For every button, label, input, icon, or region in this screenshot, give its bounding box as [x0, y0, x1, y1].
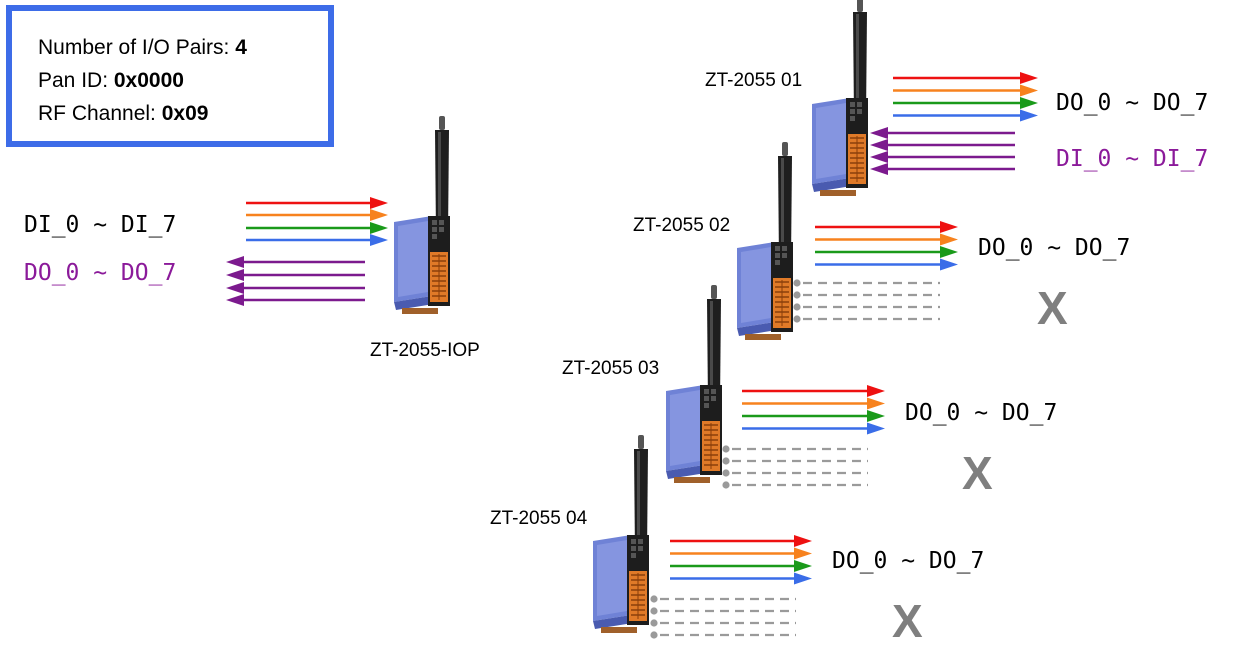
slave-02-unused-line	[793, 303, 940, 311]
slave-04-disabled-x: X	[892, 595, 923, 647]
slave-02-disabled-x: X	[1037, 282, 1068, 334]
slave-01-output-arrow	[893, 72, 1038, 84]
rf-channel-label: RF Channel:	[38, 102, 162, 125]
slave-04-output-arrow	[670, 560, 812, 572]
slave-01-output-arrow	[893, 84, 1038, 97]
slave-04-unused-line	[650, 595, 796, 603]
master-device	[393, 115, 451, 315]
slave-04-output-arrow	[670, 535, 812, 547]
slave-01-input-arrow	[870, 163, 1015, 175]
arrows-layer	[226, 72, 1038, 639]
master-input-arrow	[246, 209, 388, 221]
slave-04-output-arrow	[670, 572, 812, 585]
slave-01-input-arrow	[870, 151, 1015, 163]
io-pairs-line: Number of I/O Pairs: 4	[38, 31, 328, 64]
master-device-name: ZT-2055-IOP	[370, 340, 480, 361]
master-output-arrow	[226, 294, 365, 306]
slave-02-unused-line	[793, 291, 940, 299]
slave-01-input-label: DI_0 ~ DI_7	[1056, 146, 1209, 172]
rf-channel-line: RF Channel: 0x09	[38, 97, 328, 130]
slave-02-unused-line	[793, 279, 940, 287]
pan-id-label: Pan ID:	[38, 69, 114, 92]
master-input-arrow	[246, 234, 388, 246]
slave-04-unused-line	[650, 619, 796, 627]
slave-01-input-arrow	[870, 139, 1015, 151]
slave-02-name: ZT-2055 02	[633, 215, 731, 236]
slave-04-output-arrow	[670, 547, 812, 560]
slave-02-device	[736, 141, 794, 341]
slave-03-disabled-x: X	[962, 447, 993, 499]
pan-id-value: 0x0000	[113, 69, 184, 92]
master-input-arrow	[246, 222, 388, 234]
slave-01-output-arrow	[893, 97, 1038, 109]
slave-02-unused-line	[793, 315, 940, 323]
pan-id-line: Pan ID: 0x0000	[38, 64, 328, 97]
slave-03-output-arrow	[742, 385, 885, 397]
slave-03-unused-line	[722, 481, 868, 489]
slave-02-output-arrow	[815, 221, 958, 233]
slave-01-output-arrow	[893, 109, 1038, 122]
slave-01-output-label: DO_0 ~ DO_7	[1056, 90, 1209, 116]
slave-04-output-label: DO_0 ~ DO_7	[832, 548, 985, 574]
master-output-arrow	[226, 269, 365, 281]
master-output-label: DO_0 ~ DO_7	[24, 260, 177, 286]
rf-channel-value: 0x09	[161, 102, 209, 125]
slave-03-output-arrow	[742, 410, 885, 422]
slave-01-input-arrow	[870, 127, 1015, 139]
slave-02-output-arrow	[815, 246, 958, 258]
slave-02-output-label: DO_0 ~ DO_7	[978, 235, 1131, 261]
slave-03-output-label: DO_0 ~ DO_7	[905, 400, 1058, 426]
slave-04-unused-line	[650, 607, 796, 615]
slave-03-output-arrow	[742, 397, 885, 410]
master-input-arrow	[246, 197, 388, 209]
slave-03-unused-line	[722, 469, 868, 477]
master-output-arrow	[226, 282, 365, 294]
slave-03-device	[665, 284, 723, 484]
network-settings-box: Number of I/O Pairs: 4 Pan ID: 0x0000 RF…	[6, 5, 334, 147]
slave-01-name: ZT-2055 01	[705, 70, 803, 91]
slave-02-output-arrow	[815, 233, 958, 246]
slave-03-output-arrow	[742, 422, 885, 435]
slave-03-name: ZT-2055 03	[562, 358, 660, 379]
slave-02-output-arrow	[815, 258, 958, 271]
slave-04-name: ZT-2055 04	[490, 508, 588, 529]
slave-04-unused-line	[650, 631, 796, 639]
slave-04-device	[592, 434, 650, 634]
slave-03-unused-line	[722, 445, 868, 453]
slave-03-unused-line	[722, 457, 868, 465]
master-output-arrow	[226, 256, 365, 268]
slave-01-device	[811, 0, 869, 197]
io-pairs-label: Number of I/O Pairs:	[38, 36, 236, 59]
master-input-label: DI_0 ~ DI_7	[24, 212, 177, 238]
io-pairs-value: 4	[235, 36, 247, 59]
